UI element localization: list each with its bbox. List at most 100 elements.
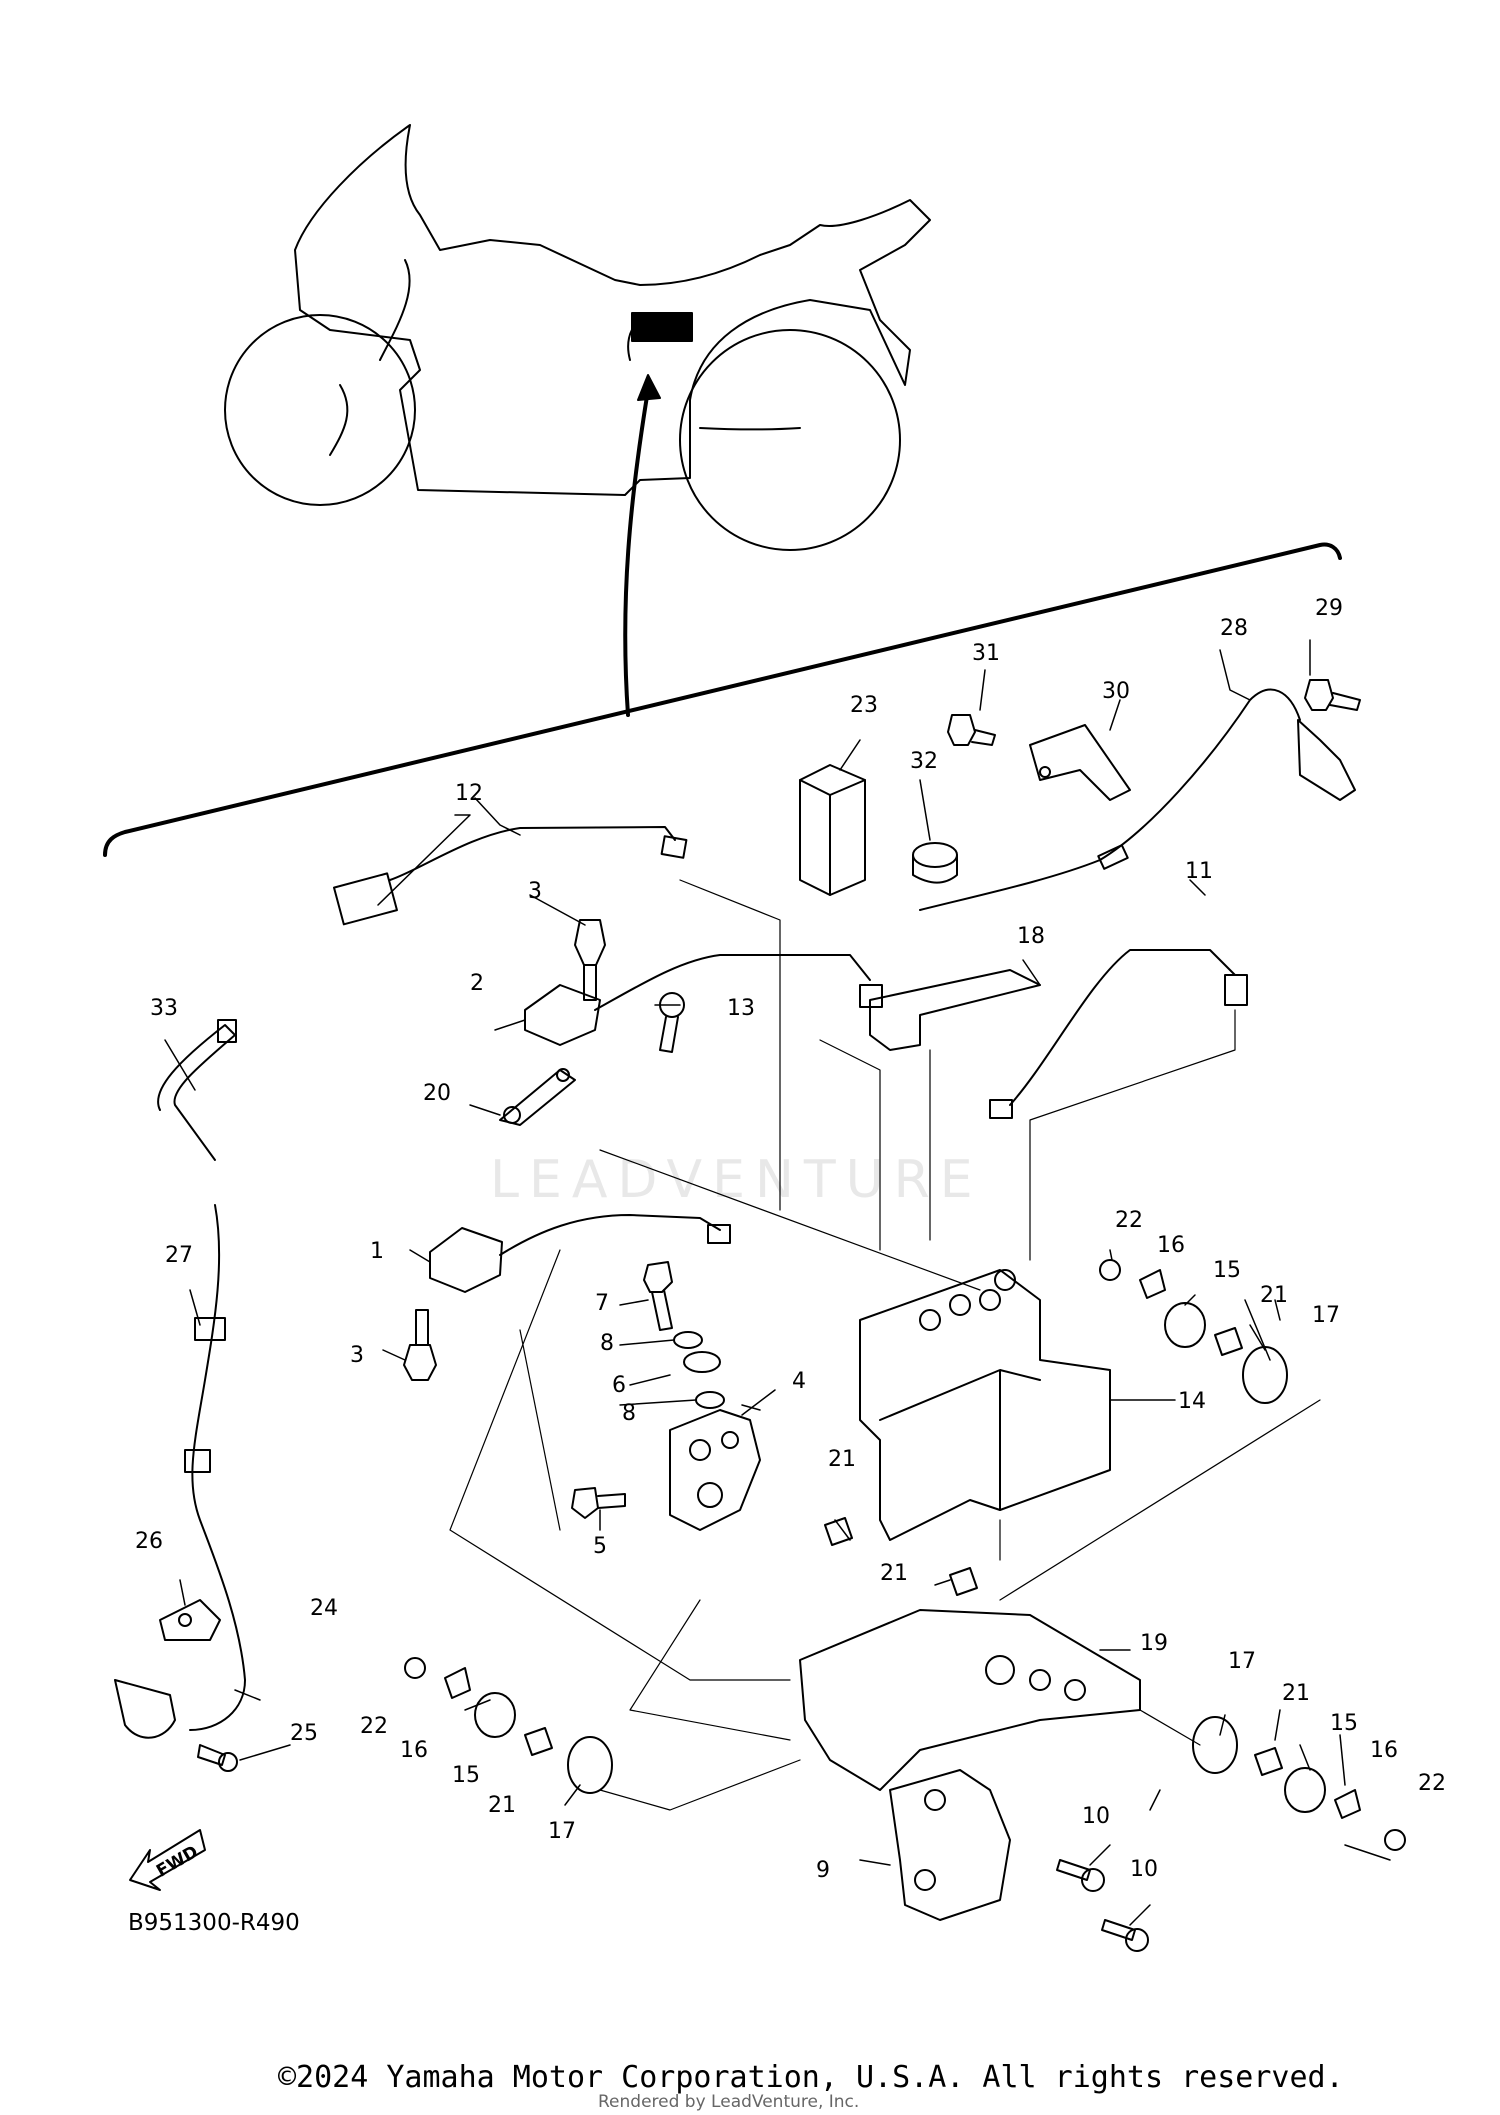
part-23-relay	[799, 764, 866, 896]
callout-16-left: 16	[400, 1738, 428, 1763]
part-16-collar-left	[444, 1667, 471, 1699]
callout-16-upper: 16	[1157, 1233, 1185, 1258]
callout-18: 18	[1017, 924, 1045, 949]
callout-25: 25	[290, 1721, 318, 1746]
part-25-bolt	[197, 1744, 238, 1772]
part-16-collar-right-upper	[1139, 1269, 1166, 1299]
callout-24: 24	[310, 1596, 338, 1621]
callout-2: 2	[470, 971, 484, 996]
fwd-label: FWD	[153, 1842, 202, 1882]
part-17-grommet-left	[567, 1736, 613, 1794]
callout-8-lower: 8	[622, 1401, 636, 1426]
part-5-bolt	[571, 1487, 626, 1519]
part-8-washer-upper	[673, 1331, 703, 1349]
callout-labels: 1 2 3 3 4 5 6 7 8 8 9 10 10 11 12 13 14 …	[135, 596, 1446, 1883]
part-21-bolt-right-upper	[1214, 1327, 1243, 1356]
callout-4: 4	[792, 1369, 806, 1394]
rear-wheel	[679, 329, 901, 551]
callout-28: 28	[1220, 616, 1248, 641]
detail-frame	[103, 542, 1342, 857]
callout-16-right: 16	[1370, 1738, 1398, 1763]
part-11-brake-pipe	[989, 949, 1248, 1119]
abs-location-marker	[631, 312, 693, 342]
callout-15-right: 15	[1330, 1711, 1358, 1736]
diagram-code: B951300-R490	[128, 1910, 300, 1936]
callout-10-lower: 10	[1130, 1857, 1158, 1882]
callout-26: 26	[135, 1529, 163, 1554]
part-1-union-block	[429, 1214, 731, 1293]
part-15-damper-right-upper	[1164, 1302, 1206, 1348]
callout-32: 32	[910, 749, 938, 774]
leader-lines	[164, 639, 1391, 1926]
callout-21-right: 21	[1282, 1681, 1310, 1706]
part-7-bolt	[643, 1261, 673, 1331]
part-26-bracket	[159, 1599, 221, 1641]
part-3-bolt-upper	[574, 919, 606, 1001]
part-14-abs-unit	[859, 1269, 1111, 1541]
part-3-bolt-lower	[403, 1309, 437, 1381]
callout-9: 9	[816, 1858, 830, 1883]
callout-14: 14	[1178, 1389, 1206, 1414]
callout-15-left: 15	[452, 1763, 480, 1788]
copyright-text: ©2024 Yamaha Motor Corporation, U.S.A. A…	[278, 2060, 1344, 2095]
callout-22-left: 22	[360, 1714, 388, 1739]
part-8-washer-lower	[695, 1391, 725, 1409]
callout-17-left: 17	[548, 1819, 576, 1844]
watermark: LEADVENTURE	[490, 1150, 983, 1210]
part-31-bolt	[947, 714, 996, 746]
part-13-bolt	[659, 992, 685, 1053]
callout-21-upper: 21	[1260, 1283, 1288, 1308]
part-9-bracket	[889, 1769, 1011, 1921]
assembly-lines	[449, 879, 1321, 1811]
part-29-bolt	[1304, 679, 1361, 711]
front-wheel	[224, 314, 416, 506]
callout-19: 19	[1140, 1631, 1168, 1656]
callout-21-mid-lower: 21	[880, 1561, 908, 1586]
part-24-front-sensor	[114, 1204, 246, 1739]
part-15-damper-left	[474, 1692, 516, 1738]
callout-33: 33	[150, 996, 178, 1021]
callout-7: 7	[595, 1291, 609, 1316]
part-30-bracket	[1029, 724, 1131, 801]
callout-12: 12	[455, 781, 483, 806]
part-28-sensor-lead	[919, 688, 1356, 911]
callout-17-right: 17	[1228, 1649, 1256, 1674]
motorcycle-outline	[224, 124, 931, 717]
part-6-washer	[683, 1351, 721, 1373]
callout-1: 1	[370, 1239, 384, 1264]
rendered-by-text: Rendered by LeadVenture, Inc.	[598, 2092, 860, 2112]
part-33-clip	[157, 1019, 237, 1161]
callout-21-left: 21	[488, 1793, 516, 1818]
part-21-bolt-upper	[824, 1517, 853, 1546]
part-21-bolt-left	[524, 1727, 553, 1756]
callout-8-upper: 8	[600, 1331, 614, 1356]
callout-10-upper: 10	[1082, 1804, 1110, 1829]
part-15-damper-right-lower	[1284, 1767, 1326, 1813]
callout-3-upper: 3	[528, 879, 542, 904]
part-2-union-block	[524, 954, 883, 1046]
callout-17-upper: 17	[1312, 1303, 1340, 1328]
part-22-washer-right-upper	[1099, 1259, 1121, 1281]
callout-27: 27	[165, 1243, 193, 1268]
part-21-bolt-lower	[949, 1567, 978, 1596]
part-17-grommet-right-lower	[1192, 1716, 1238, 1774]
callout-11: 11	[1185, 859, 1213, 884]
part-22-washer-right-lower	[1384, 1829, 1406, 1851]
part-21-bolt-right-lower	[1254, 1747, 1283, 1776]
fwd-arrow-icon	[129, 1829, 206, 1891]
part-17-grommet-right-upper	[1242, 1346, 1288, 1404]
part-16-collar-right-lower	[1334, 1789, 1361, 1819]
callout-3-lower: 3	[350, 1343, 364, 1368]
callout-13: 13	[727, 996, 755, 1021]
callout-23: 23	[850, 693, 878, 718]
callout-31: 31	[972, 641, 1000, 666]
callout-30: 30	[1102, 679, 1130, 704]
part-18-pad	[869, 969, 1041, 1051]
part-10-bolt-upper	[1056, 1859, 1105, 1892]
callout-6: 6	[612, 1373, 626, 1398]
part-32-clamp	[912, 842, 958, 884]
callout-22-upper: 22	[1115, 1208, 1143, 1233]
part-19-bracket	[799, 1609, 1141, 1791]
part-22-washer-left	[404, 1657, 426, 1679]
callout-29: 29	[1315, 596, 1343, 621]
